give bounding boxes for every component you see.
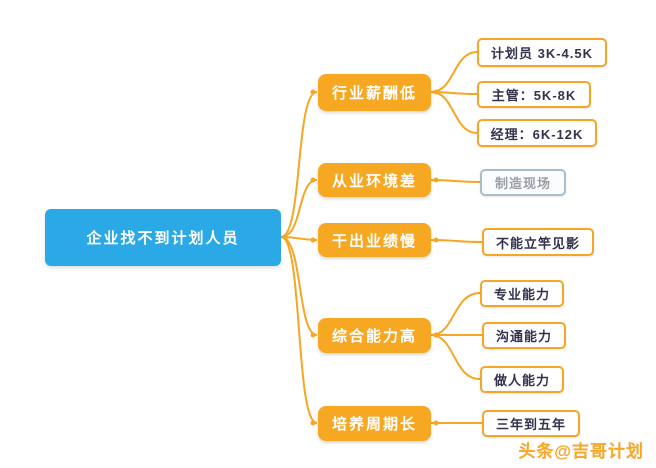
leaf-node-three-to-five-years[interactable]: 三年到五年 xyxy=(482,410,580,437)
leaf-node-no-immediate-results[interactable]: 不能立竿见影 xyxy=(482,228,594,256)
branch-node-comprehensive-ability[interactable]: 综合能力高 xyxy=(318,318,431,353)
leaf-node-professional-ability[interactable]: 专业能力 xyxy=(480,280,564,307)
watermark-text: 头条@吉哥计划 xyxy=(518,442,644,461)
branch-node-industry-salary[interactable]: 行业薪酬低 xyxy=(318,74,431,111)
branch-node-slow-results[interactable]: 干出业绩慢 xyxy=(318,223,431,257)
branch-node-training-cycle[interactable]: 培养周期长 xyxy=(318,406,431,441)
branch-node-work-environment[interactable]: 从业环境差 xyxy=(318,163,431,197)
leaf-node-manager-salary[interactable]: 经理：6K-12K xyxy=(477,119,597,147)
leaf-node-planner-salary[interactable]: 计划员 3K-4.5K xyxy=(477,38,607,67)
leaf-node-interpersonal-ability[interactable]: 做人能力 xyxy=(480,366,564,393)
leaf-node-manufacturing-site[interactable]: 制造现场 xyxy=(480,169,566,196)
leaf-node-communication-ability[interactable]: 沟通能力 xyxy=(482,322,566,349)
leaf-node-supervisor-salary[interactable]: 主管：5K-8K xyxy=(477,81,591,108)
root-node-topic[interactable]: 企业找不到计划人员 xyxy=(45,209,281,266)
